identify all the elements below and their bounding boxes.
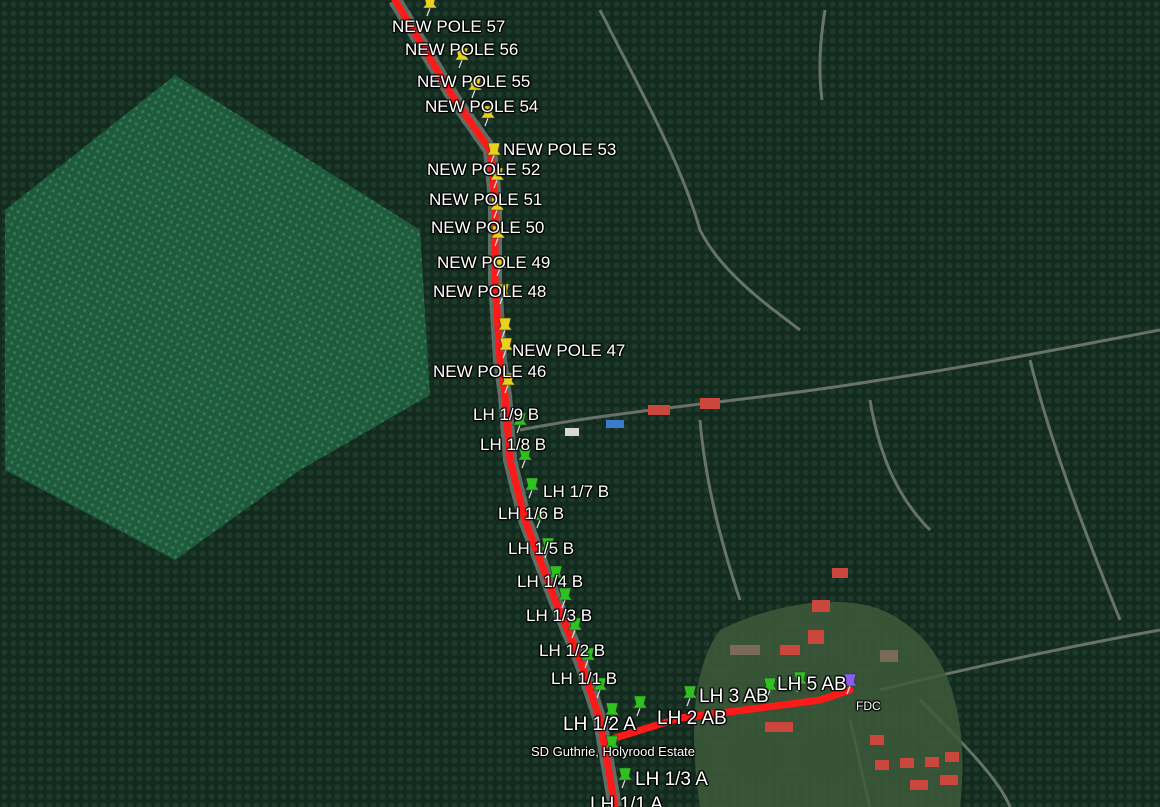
pole-pushpin-icon[interactable]	[682, 685, 698, 707]
label-new-pole-53[interactable]: NEW POLE 53	[503, 140, 617, 159]
young-plantation-block	[5, 75, 430, 560]
pole-pushpin-icon[interactable]	[557, 587, 573, 609]
label-lh-1-3-a[interactable]: LH 1/3 A	[635, 769, 708, 790]
pole-pushpin-icon[interactable]	[486, 142, 502, 164]
pole-pushpin-icon[interactable]	[548, 565, 564, 587]
pole-pushpin-icon[interactable]	[492, 255, 508, 277]
pole-pushpin-icon[interactable]	[467, 77, 483, 99]
label-new-pole-55[interactable]: NEW POLE 55	[417, 72, 531, 91]
label-lh-2-ab[interactable]: LH 2 AB	[657, 708, 727, 729]
label-lh-1-1-b[interactable]: LH 1/1 B	[551, 669, 618, 688]
pole-pushpin-icon[interactable]	[580, 647, 596, 669]
pole-pushpin-icon[interactable]	[632, 695, 648, 717]
pole-pushpin-icon[interactable]	[500, 372, 516, 394]
pole-pushpin-icon[interactable]	[489, 197, 505, 219]
pole-pushpin-icon[interactable]	[567, 617, 583, 639]
label-new-pole-50[interactable]: NEW POLE 50	[431, 218, 545, 237]
pole-pushpin-icon[interactable]	[480, 105, 496, 127]
label-lh-1-8-b[interactable]: LH 1/8 B	[480, 435, 547, 454]
pole-pushpin-icon[interactable]	[592, 677, 608, 699]
pole-pushpin-icon[interactable]	[490, 225, 506, 247]
label-lh-1-5-b[interactable]: LH 1/5 B	[508, 539, 575, 558]
pole-pushpin-icon[interactable]	[512, 412, 528, 434]
label-lh-1-2-b[interactable]: LH 1/2 B	[539, 641, 606, 660]
pole-pushpin-icon[interactable]	[422, 0, 438, 17]
pole-pushpin-icon[interactable]	[532, 507, 548, 529]
label-lh-1-6-b[interactable]: LH 1/6 B	[498, 504, 565, 523]
pole-pushpin-icon[interactable]	[517, 447, 533, 469]
label-lh-1-7-b[interactable]: LH 1/7 B	[543, 482, 610, 501]
label-new-pole-54[interactable]: NEW POLE 54	[425, 97, 539, 116]
pole-pushpin-icon[interactable]	[604, 702, 620, 724]
label-lh-1-4-b[interactable]: LH 1/4 B	[517, 572, 584, 591]
label-lh-1-3-b[interactable]: LH 1/3 B	[526, 606, 593, 625]
pole-pushpin-icon[interactable]	[604, 735, 620, 757]
label-new-pole-46[interactable]: NEW POLE 46	[433, 362, 547, 381]
label-lh-1-9-b[interactable]: LH 1/9 B	[473, 405, 540, 424]
label-lh-1-2-a[interactable]: LH 1/2 A	[563, 714, 636, 735]
pole-pushpin-icon[interactable]	[454, 47, 470, 69]
pole-pushpin-icon[interactable]	[495, 283, 511, 305]
fdc-pushpin-icon[interactable]	[842, 673, 858, 695]
label-lh-1-1-a[interactable]: LH 1/1 A	[590, 794, 663, 807]
label-new-pole-57[interactable]: NEW POLE 57	[392, 17, 506, 36]
pole-pushpin-icon[interactable]	[792, 671, 808, 693]
houses	[565, 398, 959, 790]
label-new-pole-47[interactable]: NEW POLE 47	[512, 341, 626, 360]
label-lh-3-ab[interactable]: LH 3 AB	[699, 686, 769, 707]
pole-pushpin-icon[interactable]	[489, 167, 505, 189]
label-new-pole-52[interactable]: NEW POLE 52	[427, 160, 541, 179]
pole-pushpin-icon[interactable]	[540, 537, 556, 559]
label-fdc[interactable]: FDC	[856, 699, 881, 713]
label-new-pole-49[interactable]: NEW POLE 49	[437, 253, 551, 272]
pole-pushpin-icon[interactable]	[498, 337, 514, 359]
label-lh-5-ab[interactable]: LH 5 AB	[777, 674, 847, 695]
pole-pushpin-icon[interactable]	[497, 317, 513, 339]
pole-pushpin-icon[interactable]	[524, 477, 540, 499]
label-sd-guthrie[interactable]: SD Guthrie, Holyrood Estate	[531, 744, 696, 759]
pole-pushpin-icon[interactable]	[762, 677, 778, 699]
pole-pushpin-icon[interactable]	[617, 767, 633, 789]
label-new-pole-51[interactable]: NEW POLE 51	[429, 190, 543, 209]
label-new-pole-48[interactable]: NEW POLE 48	[433, 282, 547, 301]
label-new-pole-56[interactable]: NEW POLE 56	[405, 40, 519, 59]
